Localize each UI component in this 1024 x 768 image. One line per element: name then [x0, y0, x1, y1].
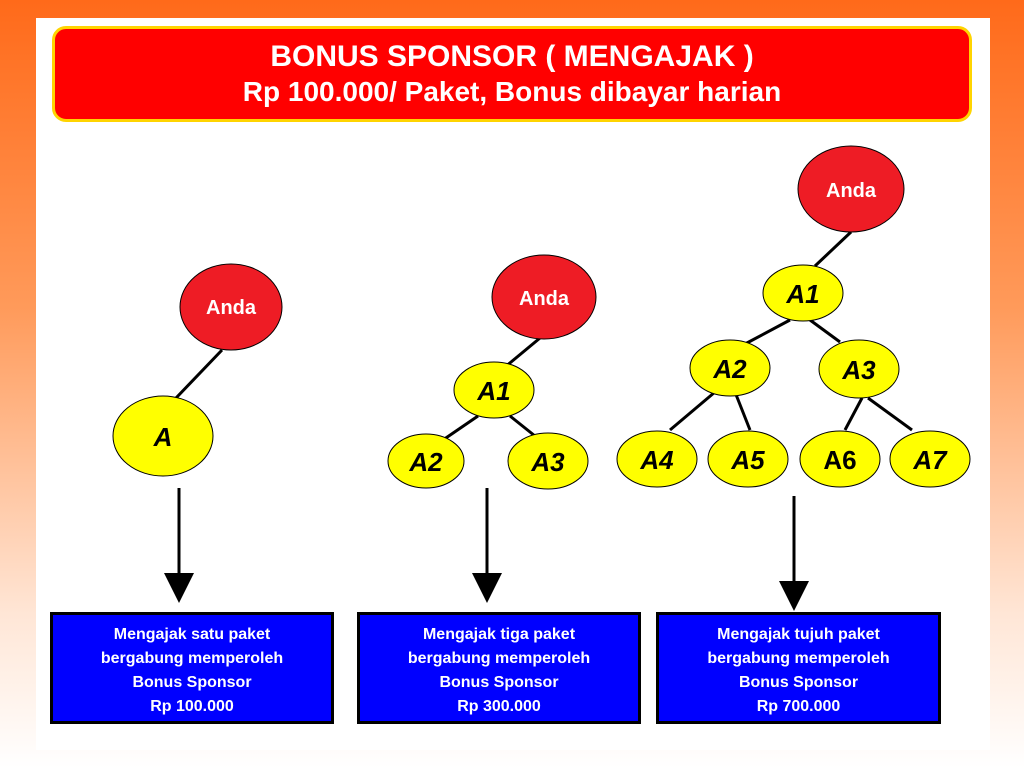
bonus-box-2-line-2: bergabung memperoleh: [407, 650, 591, 667]
tree2-node-a1: [453, 361, 535, 419]
bonus-box-3-line-3: Bonus Sponsor: [738, 674, 859, 691]
tree2-node-a3-label: A3: [530, 447, 565, 477]
tree3-node-a3: [818, 339, 900, 399]
bonus-box-2: Mengajak tiga paket bergabung memperoleh…: [357, 612, 641, 724]
edge-t3-a1-a3: [809, 318, 841, 344]
tree1-root-label: Anda: [206, 297, 257, 319]
bonus-box-3-line-4: Rp 700.000: [756, 698, 841, 715]
bonus-box-1: Mengajak satu paket bergabung memperoleh…: [50, 612, 334, 724]
tree2-root-label: Anda: [519, 288, 570, 310]
tree3-root-node: [797, 145, 905, 233]
tree3-node-a7: [889, 430, 971, 488]
bonus-box-1-line-2: bergabung memperoleh: [100, 650, 284, 667]
bonus-box-1-line-3: Bonus Sponsor: [132, 674, 252, 691]
title-banner: BONUS SPONSOR ( MENGAJAK ) Rp 100.000/ P…: [52, 26, 972, 122]
tree2-node-a2: [387, 433, 465, 489]
bonus-box-1-line-1: Mengajak satu paket: [113, 626, 271, 643]
tree3-node-a6-label: A6: [823, 445, 856, 475]
edge-t3-a2-a5: [733, 391, 752, 431]
bonus-box-2-line-4: Rp 300.000: [457, 698, 541, 715]
tree3-root-label: Anda: [826, 180, 877, 202]
tree3-node-a4-label: A4: [639, 445, 674, 475]
bonus-box-3-line-1: Mengajak tujuh paket: [717, 626, 880, 643]
tree3-node-a5: [707, 430, 789, 488]
tree3-node-a1-label: A1: [785, 279, 819, 309]
edge-t3-a1-a2: [744, 318, 791, 346]
tree3-node-a2: [689, 339, 771, 397]
bonus-box-3: Mengajak tujuh paket bergabung memperole…: [656, 612, 941, 724]
edge-t3-a3-a7: [867, 396, 913, 432]
tree3-node-a4: [616, 430, 698, 488]
edge-t1-root-a: [174, 348, 224, 400]
tree1-node-a-label: A: [153, 422, 173, 452]
tree2-node-a2-label: A2: [408, 447, 443, 477]
tree3-node-a7-label: A7: [912, 445, 948, 475]
bonus-box-1-line-4: Rp 100.000: [150, 698, 234, 715]
tree2-node-a3: [507, 432, 589, 490]
edge-t3-root-a1: [813, 230, 853, 268]
tree2-root-node: [491, 254, 597, 340]
banner-title: BONUS SPONSOR ( MENGAJAK ): [270, 40, 754, 73]
edge-t3-a2-a4: [669, 390, 716, 432]
edge-t3-a3-a6: [843, 397, 864, 431]
bonus-box-2-line-3: Bonus Sponsor: [439, 674, 559, 691]
tree3-node-a2-label: A2: [712, 354, 747, 384]
tree1-node-a: [112, 395, 214, 477]
banner-subtitle: Rp 100.000/ Paket, Bonus dibayar harian: [242, 76, 782, 107]
tree1-root-node: [179, 263, 283, 351]
tree3-node-a5-label: A5: [730, 445, 765, 475]
tree3-node-a6: [799, 430, 881, 488]
bonus-box-3-line-2: bergabung memperoleh: [707, 650, 890, 667]
edge-t2-root-a1: [504, 336, 541, 369]
tree2-node-a1-label: A1: [476, 376, 510, 406]
bonus-box-2-line-1: Mengajak tiga paket: [422, 626, 576, 643]
tree3-node-a3-label: A3: [841, 355, 876, 385]
tree3-node-a1: [762, 264, 844, 322]
